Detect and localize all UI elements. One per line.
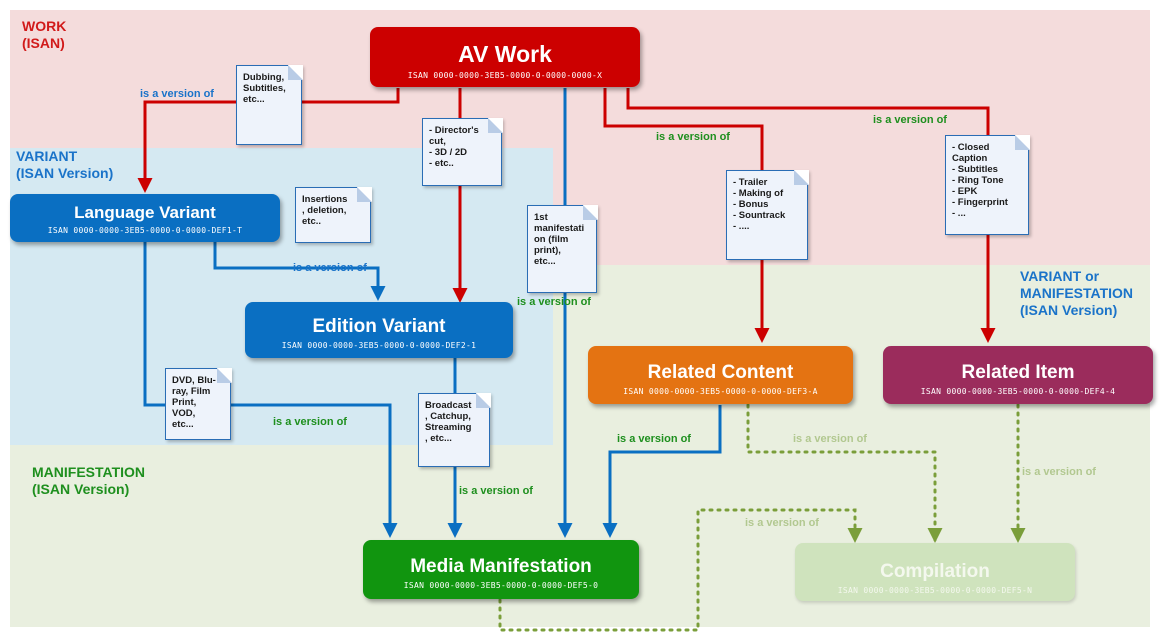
link-language-edition — [213, 238, 386, 301]
note-trailer-making-of: - Trailer - Making of - Bonus - Sountrac… — [726, 169, 809, 260]
note-fold-corner — [216, 367, 232, 383]
note-directors-cut: - Director's cut, - 3D / 2D - etc.. — [422, 117, 503, 186]
language-variant-isan: ISAN 0000-0000-3EB5-0000-0-0000-DEF1-T — [47, 226, 243, 235]
note-fold-corner — [582, 204, 598, 220]
related-item-isan: ISAN 0000-0000-3EB5-0000-0-0000-DEF4-4 — [920, 387, 1116, 396]
version-label: is a version of — [293, 262, 367, 274]
note-fold-corner — [475, 392, 491, 408]
edition-variant-box: Edition Variant ISAN 0000-0000-3EB5-0000… — [245, 302, 513, 358]
note-closed-caption: - Closed Caption - Subtitles - Ring Tone… — [945, 134, 1030, 235]
note-fold-corner — [487, 117, 503, 133]
note-dvd-bluray: DVD, Blu- ray, Film Print, VOD, etc... — [165, 367, 232, 440]
related-content-title: Related Content — [647, 362, 794, 383]
compilation-isan: ISAN 0000-0000-3EB5-0000-0-0000-DEF5-N — [837, 586, 1033, 595]
compilation-title: Compilation — [880, 561, 990, 582]
note-broadcast-streaming: Broadcast , Catchup, Streaming , etc... — [418, 392, 491, 467]
related-content-isan: ISAN 0000-0000-3EB5-0000-0-0000-DEF3-A — [623, 387, 818, 396]
note-fold-corner — [287, 64, 303, 80]
link-related-content-compilation — [746, 403, 943, 543]
related-item-title: Related Item — [961, 362, 1075, 383]
manifestation-region-label: MANIFESTATION (ISAN Version) — [32, 464, 146, 497]
version-label: is a version of — [617, 433, 691, 445]
av-work-isan: ISAN 0000-0000-3EB5-0000-0-0000-0000-X — [407, 71, 603, 80]
link-related-content-media — [602, 405, 722, 538]
version-label: is a version of — [1022, 466, 1096, 478]
work-region-label: WORK (ISAN) — [22, 18, 67, 51]
compilation-box: Compilation ISAN 0000-0000-3EB5-0000-0-0… — [795, 543, 1075, 601]
version-label: is a version of — [459, 485, 533, 497]
edition-variant-isan: ISAN 0000-0000-3EB5-0000-0-0000-DEF2-1 — [281, 341, 477, 350]
version-label: is a version of — [793, 433, 867, 445]
version-label: is a version of — [745, 517, 819, 529]
related-item-box: Related Item ISAN 0000-0000-3EB5-0000-0-… — [883, 346, 1153, 404]
link-media-compilation — [498, 508, 863, 632]
av-work-title: AV Work — [458, 41, 552, 67]
language-variant-title: Language Variant — [74, 203, 216, 222]
note-insertions-deletion: Insertions , deletion, etc.. — [295, 186, 372, 243]
version-label: is a version of — [140, 88, 214, 100]
variant-region-label: VARIANT (ISAN Version) — [16, 148, 114, 181]
note-fold-corner — [793, 169, 809, 185]
version-label: is a version of — [517, 296, 591, 308]
version-label: is a version of — [273, 416, 347, 428]
edition-variant-title: Edition Variant — [312, 316, 446, 337]
media-manifestation-isan: ISAN 0000-0000-3EB5-0000-0-0000-DEF5-0 — [403, 581, 599, 590]
version-label: is a version of — [873, 114, 947, 126]
av-work-box: AV Work ISAN 0000-0000-3EB5-0000-0-0000-… — [370, 27, 640, 87]
version-label: is a version of — [656, 131, 730, 143]
note-fold-corner — [356, 186, 372, 202]
media-manifestation-title: Media Manifestation — [410, 556, 592, 577]
related-content-box: Related Content ISAN 0000-0000-3EB5-0000… — [588, 346, 853, 404]
variant-or-manifestation-label: VARIANT or MANIFESTATION (ISAN Version) — [1020, 268, 1134, 318]
note-dubbing-subtitles: Dubbing, Subtitles, etc... — [236, 64, 303, 145]
media-manifestation-box: Media Manifestation ISAN 0000-0000-3EB5-… — [363, 540, 639, 599]
note-fold-corner — [1014, 134, 1030, 150]
language-variant-box: Language Variant ISAN 0000-0000-3EB5-000… — [10, 194, 280, 242]
note-first-manifestation: 1st manifestati on (film print), etc... — [527, 204, 598, 293]
link-language-media — [143, 238, 398, 538]
